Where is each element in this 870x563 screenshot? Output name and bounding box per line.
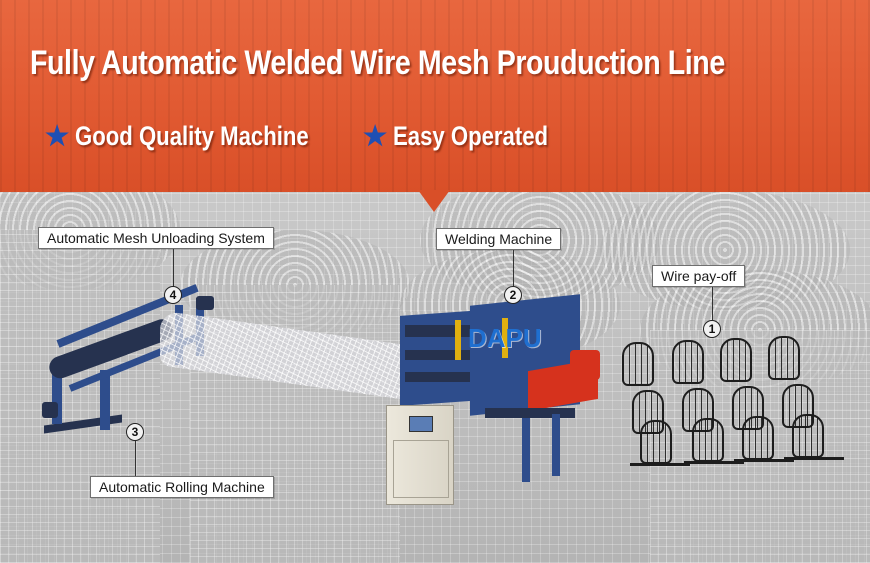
payoff-base [734,459,794,462]
brand-logo: DAPU [468,323,542,353]
callout-number-4: 4 [164,286,182,304]
payoff-base [684,461,744,464]
rolling-motor [42,402,58,418]
payoff-cage [622,342,654,386]
payoff-cage [792,414,824,458]
leader-line [135,441,136,477]
banner-pointer [418,190,450,212]
leader-line [513,250,514,286]
label-welding-machine: Welding Machine [436,228,562,250]
welding-leg [522,418,530,482]
label-wire-payoff: Wire pay-off [652,265,746,287]
star-icon: ★ [363,121,388,151]
welding-bar [455,320,461,360]
star-icon: ★ [45,121,70,151]
payoff-cage [720,338,752,382]
mesh-roll [600,190,850,310]
payoff-cage [640,420,672,464]
feature-label: Good Quality Machine [75,121,309,151]
welding-leg [552,414,560,476]
control-cabinet [386,405,454,505]
payoff-base [784,457,844,460]
callout-number-3: 3 [126,423,144,441]
page-title: Fully Automatic Welded Wire Mesh Prouduc… [30,44,725,82]
rolling-frame-leg [100,370,110,430]
leader-line [173,249,174,287]
rolling-frame-leg [52,360,62,424]
payoff-cage [672,340,704,384]
payoff-cage [692,418,724,462]
welding-bar [502,318,508,358]
header-banner: Fully Automatic Welded Wire Mesh Prouduc… [0,0,870,192]
welding-feeder-arm [570,350,600,380]
wire-mesh-roll-background [0,190,870,563]
payoff-cage [768,336,800,380]
feature-good-quality: ★ Good Quality Machine [45,121,360,152]
feature-label: Easy Operated [393,121,549,151]
callout-number-1: 1 [703,320,721,338]
mesh-roll-body [0,230,160,563]
payoff-cage [742,416,774,460]
control-screen [409,416,433,432]
welding-roller [405,372,505,382]
leader-line [712,287,713,320]
label-rolling-machine: Automatic Rolling Machine [90,476,274,498]
unloading-motor [196,296,214,310]
cabinet-door [393,440,449,498]
welding-base [485,408,575,418]
payoff-base [630,463,690,466]
label-mesh-unloading-system: Automatic Mesh Unloading System [38,227,274,249]
callout-number-2: 2 [504,286,522,304]
feature-easy-operated: ★ Easy Operated [363,121,582,152]
